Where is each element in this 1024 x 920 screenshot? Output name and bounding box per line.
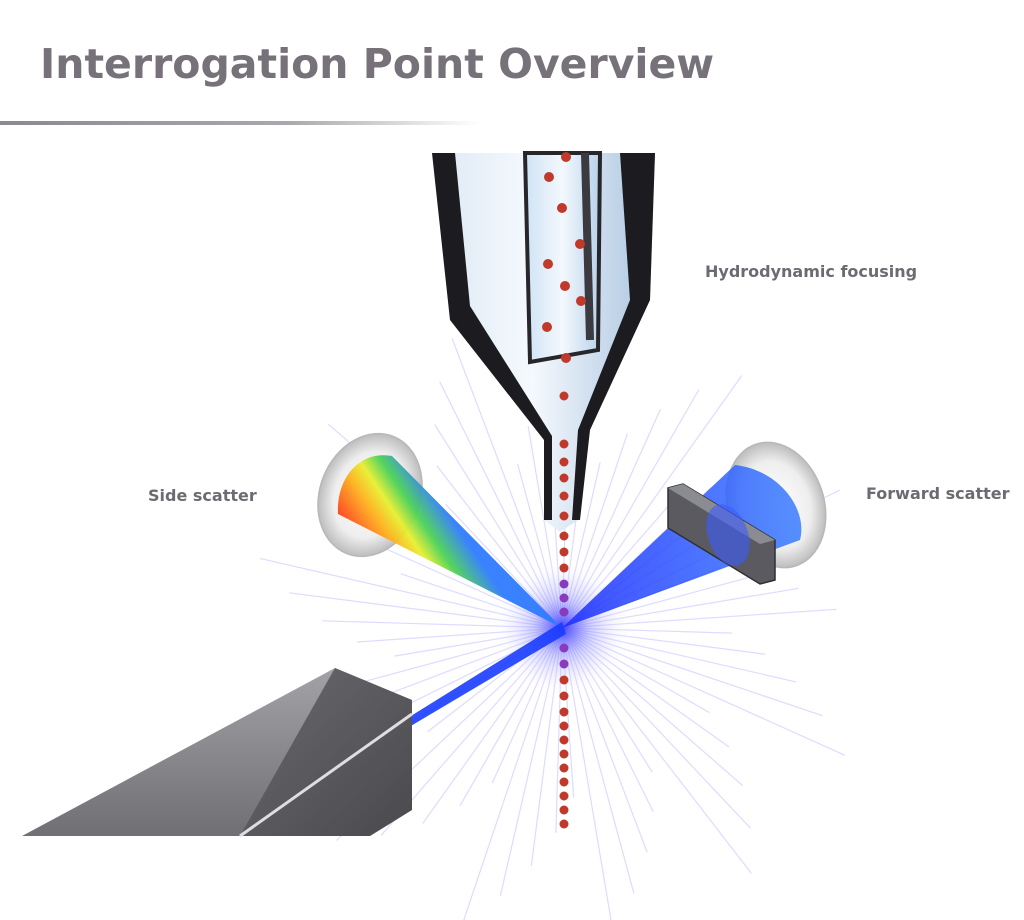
label-forward-scatter: Forward scatter xyxy=(866,484,1010,503)
particle xyxy=(559,675,569,685)
particle xyxy=(559,457,569,467)
sample-core-tube xyxy=(522,151,603,365)
particle xyxy=(559,721,569,731)
label-side-scatter: Side scatter xyxy=(148,486,257,505)
nozzle-left-wall xyxy=(432,153,552,520)
particle xyxy=(559,563,569,573)
particle xyxy=(559,491,569,501)
particle xyxy=(559,643,569,653)
particle xyxy=(559,763,569,773)
particle xyxy=(543,259,553,269)
particle xyxy=(559,593,569,603)
particle xyxy=(559,473,569,483)
particle xyxy=(561,152,571,162)
title-divider xyxy=(0,121,480,125)
particle xyxy=(559,607,569,617)
laser-beam xyxy=(398,622,566,730)
nozzle-right-wall xyxy=(572,153,655,520)
label-hydrodynamic-focusing: Hydrodynamic focusing xyxy=(705,262,918,281)
particle xyxy=(576,296,586,306)
particle xyxy=(560,281,570,291)
particle xyxy=(559,749,569,759)
particle xyxy=(559,819,569,829)
particle xyxy=(544,172,554,182)
laser-housing-face xyxy=(240,668,412,836)
particle xyxy=(542,322,552,332)
laser-housing xyxy=(22,668,413,838)
particle xyxy=(575,239,585,249)
particle xyxy=(559,735,569,745)
particle-stream xyxy=(542,152,586,829)
particle xyxy=(559,659,569,669)
flow-cell-nozzle xyxy=(432,151,655,532)
particle xyxy=(559,547,569,557)
forward-scatter-lens xyxy=(706,504,750,566)
particle xyxy=(561,353,571,363)
forward-scatter-light-cone xyxy=(562,465,802,628)
laser-housing-edge xyxy=(239,712,413,838)
sample-tube-right-edge xyxy=(581,152,594,341)
particle xyxy=(559,439,569,449)
side-scatter-detector xyxy=(317,432,562,628)
side-scatter-light-cone xyxy=(337,455,562,628)
particle xyxy=(559,791,569,801)
particle xyxy=(559,691,569,701)
particle xyxy=(557,203,567,213)
particle xyxy=(559,777,569,787)
particle xyxy=(559,707,569,717)
forward-scatter-detector xyxy=(562,441,827,628)
slide-title: Interrogation Point Overview xyxy=(40,40,715,88)
particle xyxy=(559,805,569,815)
particle xyxy=(559,391,569,401)
particle xyxy=(559,511,569,521)
particle xyxy=(559,579,569,589)
particle xyxy=(559,531,569,541)
